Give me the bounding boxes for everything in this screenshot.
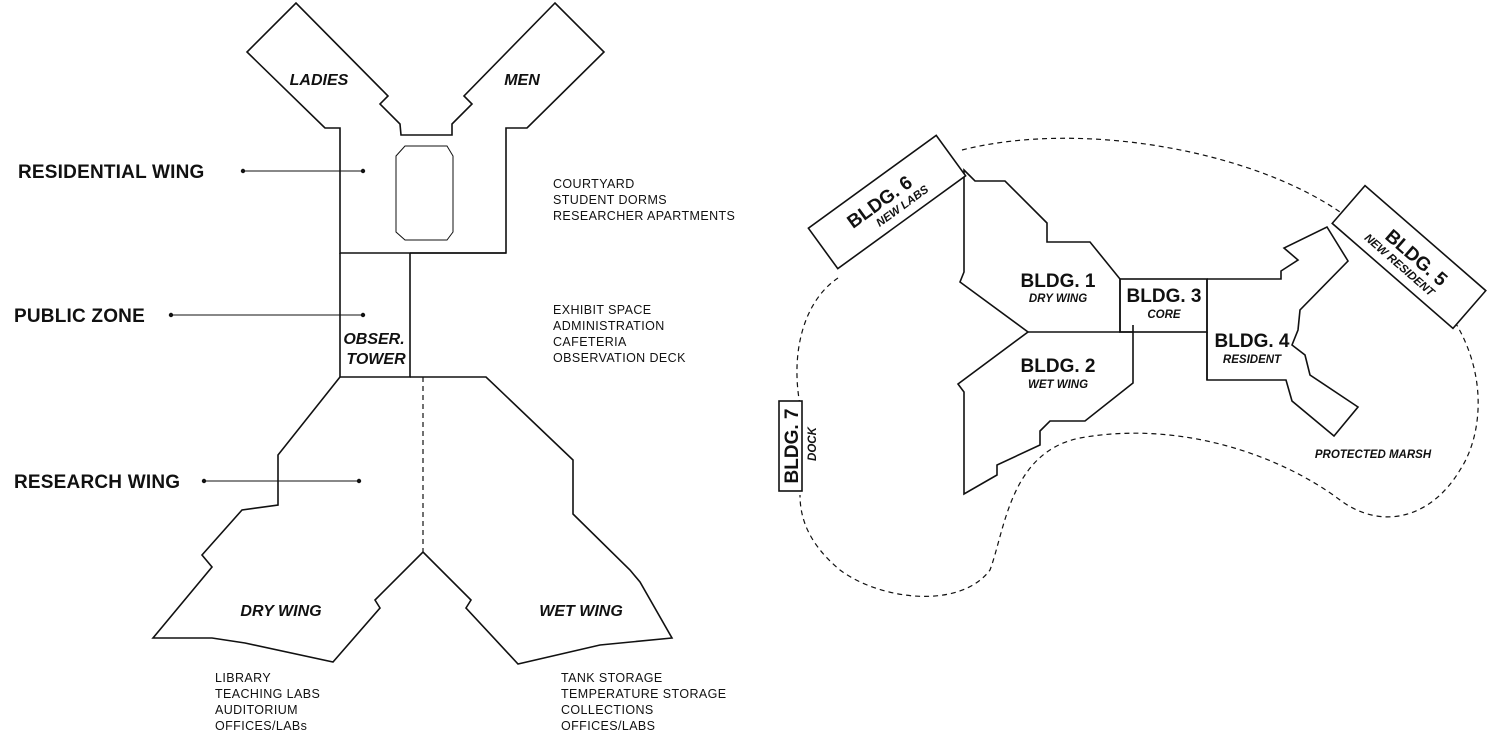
- list-item: AUDITORIUM: [215, 703, 298, 717]
- bldg-2-title: BLDG. 2: [1021, 356, 1096, 377]
- zone-label-public: PUBLIC ZONE: [14, 306, 145, 327]
- floor-plan: RESIDENTIAL WING PUBLIC ZONE RESEARCH WI…: [14, 1, 735, 733]
- room-label-men: MEN: [504, 72, 540, 89]
- list-item: COURTYARD: [553, 177, 635, 191]
- bldg-5: BLDG. 5 NEW RESIDENT: [1331, 184, 1487, 330]
- list-item: TEACHING LABS: [215, 687, 320, 701]
- bldg-7-title: BLDG. 7: [782, 409, 803, 484]
- list-item: RESEARCHER APARTMENTS: [553, 209, 735, 223]
- bldg-1-title: BLDG. 1: [1021, 271, 1096, 292]
- list-item: EXHIBIT SPACE: [553, 303, 652, 317]
- room-label-ladies: LADIES: [290, 72, 349, 89]
- marsh-label: PROTECTED MARSH: [1315, 449, 1432, 461]
- bldg-4-title: BLDG. 4: [1215, 331, 1290, 352]
- list-item: CAFETERIA: [553, 335, 627, 349]
- bldg-3-title: BLDG. 3: [1127, 286, 1202, 307]
- zone-label-residential: RESIDENTIAL WING: [18, 162, 205, 183]
- list-item: ADMINISTRATION: [553, 319, 665, 333]
- public-program-list: EXHIBIT SPACE ADMINISTRATION CAFETERIA O…: [553, 303, 686, 365]
- room-label-tower: TOWER: [346, 351, 406, 368]
- list-item: LIBRARY: [215, 671, 271, 685]
- list-item: OFFICES/LABs: [215, 719, 307, 733]
- research-wing-outline: [151, 376, 674, 665]
- bldg-6: BLDG. 6 NEW LABS: [807, 134, 967, 270]
- list-item: COLLECTIONS: [561, 703, 654, 717]
- bldg-1-sub: DRY WING: [1029, 293, 1087, 305]
- bldg-2-sub: WET WING: [1028, 379, 1088, 391]
- bldg-4-sub: RESIDENT: [1223, 354, 1282, 366]
- zone-label-research: RESEARCH WING: [14, 472, 180, 493]
- dry-wing-program-list: LIBRARY TEACHING LABS AUDITORIUM OFFICES…: [215, 671, 320, 733]
- list-item: TANK STORAGE: [561, 671, 663, 685]
- room-label-obser: OBSER.: [343, 331, 404, 348]
- bldg-7-sub: DOCK: [807, 426, 819, 461]
- bldg-4-outline: [1206, 225, 1360, 438]
- room-label-wet-wing: WET WING: [539, 603, 623, 620]
- site-plan: BLDG. 6 NEW LABS BLDG. 5 NEW RESIDENT BL…: [778, 134, 1487, 597]
- room-label-dry-wing: DRY WING: [240, 603, 321, 620]
- residential-program-list: COURTYARD STUDENT DORMS RESEARCHER APART…: [553, 177, 735, 223]
- list-item: OBSERVATION DECK: [553, 351, 686, 365]
- list-item: TEMPERATURE STORAGE: [561, 687, 727, 701]
- bldg-3-sub: CORE: [1147, 309, 1181, 321]
- bldg-7: BLDG. 7 DOCK: [778, 400, 819, 492]
- courtyard: [395, 145, 454, 241]
- list-item: OFFICES/LABS: [561, 719, 655, 733]
- residential-wing-outline: [245, 1, 606, 254]
- list-item: STUDENT DORMS: [553, 193, 667, 207]
- marsh-boundary: [796, 137, 1479, 597]
- bldg-1-2-outline: [956, 168, 1134, 496]
- wet-wing-program-list: TANK STORAGE TEMPERATURE STORAGE COLLECT…: [561, 671, 727, 733]
